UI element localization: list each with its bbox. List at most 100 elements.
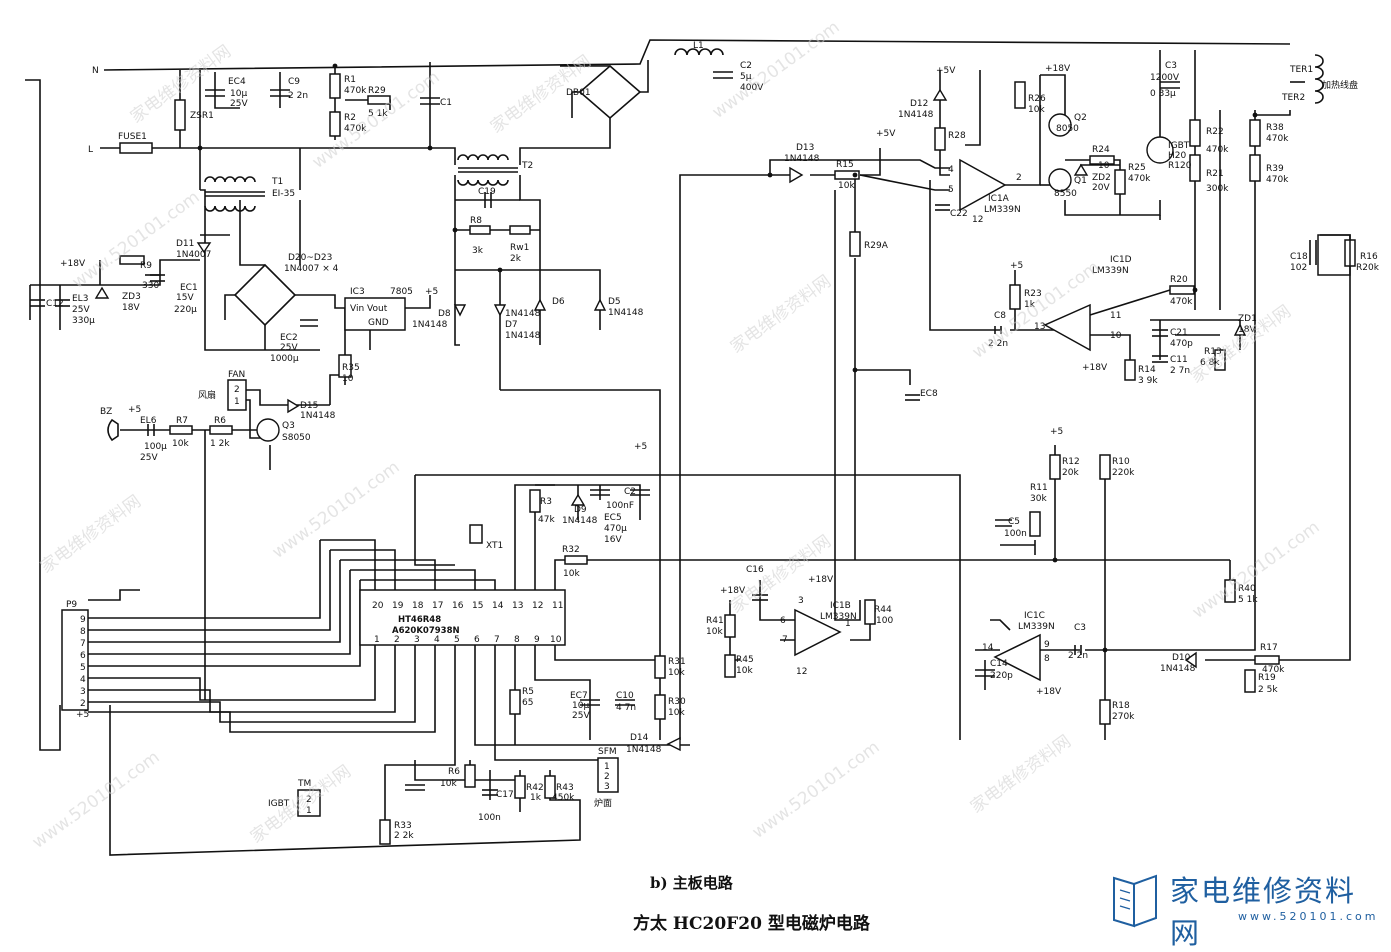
c10-label: C10 xyxy=(616,691,634,701)
r13-label: R13 xyxy=(1204,347,1222,357)
d6-label: D6 xyxy=(552,297,565,307)
r9-value: 330 xyxy=(142,281,159,291)
c2-val1: 5μ xyxy=(740,72,752,82)
c2-label: C2 xyxy=(740,61,752,71)
ic3-label: IC3 xyxy=(350,287,365,297)
v5-r15: +5V xyxy=(876,129,896,139)
v5-d12: +5V xyxy=(936,66,956,76)
r22-value: 470k xyxy=(1206,145,1229,155)
r10-value: 220k xyxy=(1112,468,1135,478)
r30-label: R30 xyxy=(668,697,686,707)
ic1b-pin6: 6 xyxy=(780,616,786,626)
ic1b-part: LM339N xyxy=(820,612,857,622)
ec5-label: EC5 xyxy=(604,513,622,523)
r5-value: 65 xyxy=(522,698,533,708)
d13-label: D13 xyxy=(796,143,814,153)
r6b-value: 10k xyxy=(440,779,457,789)
coil-label: 加热线盘 xyxy=(1322,79,1358,91)
ter2-label: TER2 xyxy=(1281,93,1305,103)
r41-value: 10k xyxy=(706,627,723,637)
c2-val2: 400V xyxy=(740,83,764,93)
q2-label: Q2 xyxy=(1074,113,1087,123)
ic-name: HT46R48 xyxy=(398,615,441,625)
v18-ic1b: +18V xyxy=(808,575,834,585)
r17-label: R17 xyxy=(1260,643,1278,653)
r14-label: R14 xyxy=(1138,365,1156,375)
r24-label: R24 xyxy=(1092,145,1110,155)
r29a-label: R29A xyxy=(864,241,889,251)
ec2-val2: 1000μ xyxy=(270,354,299,364)
d14-value: 1N4148 xyxy=(626,745,662,755)
p9-pin7: 7 xyxy=(80,639,86,649)
r35-label: R35 xyxy=(342,363,360,373)
r42-label: R42 xyxy=(526,783,544,793)
c17-label: C17 xyxy=(496,790,514,800)
d12-label: D12 xyxy=(910,99,928,109)
sfm-pin1: 1 xyxy=(604,762,610,772)
r15-label: R15 xyxy=(836,160,854,170)
q1-value: 8550 xyxy=(1054,189,1077,199)
d20-label: D20~D23 xyxy=(288,253,332,263)
xt1-label: XT1 xyxy=(486,541,503,551)
c8-label: C8 xyxy=(994,311,1006,321)
r15-value: 10k xyxy=(838,181,855,191)
ic-pin12: 12 xyxy=(532,601,543,611)
d20-value: 1N4007 × 4 xyxy=(284,264,339,274)
q3-value: S8050 xyxy=(282,433,311,443)
d5-label: D5 xyxy=(608,297,621,307)
r12-value: 20k xyxy=(1062,468,1079,478)
r7-value: 10k xyxy=(172,439,189,449)
c3-val1: 1200V xyxy=(1150,73,1180,83)
ic-part: A620K07938N xyxy=(392,626,460,636)
zd2-value: 20V xyxy=(1092,183,1110,193)
d9-label: D9 xyxy=(574,505,587,515)
t1-value: EI-35 xyxy=(272,189,295,199)
r26-value: 10k xyxy=(1028,105,1045,115)
r25-value: 470k xyxy=(1128,174,1151,184)
r41-label: R41 xyxy=(706,616,724,626)
d11-value: 1N4007 xyxy=(176,250,211,260)
d10-label: D10 xyxy=(1172,653,1191,663)
r3-label: R3 xyxy=(540,497,552,507)
c1-label: C1 xyxy=(440,98,452,108)
c5-value: 100n xyxy=(1004,529,1027,539)
r2-label: R2 xyxy=(344,113,356,123)
ic-pin18: 18 xyxy=(412,601,424,611)
d13-value: 1N4148 xyxy=(784,154,820,164)
c18-value: 102 xyxy=(1290,263,1307,273)
ic1b-pin7: 7 xyxy=(782,635,788,645)
q2-value: 8050 xyxy=(1056,124,1079,134)
d5-value: 1N4148 xyxy=(608,308,644,318)
zd1-label: ZD1 xyxy=(1238,314,1257,324)
r26-label: R26 xyxy=(1028,94,1046,104)
ic1d-pin11: 11 xyxy=(1110,311,1121,321)
c11-value: 2 7n xyxy=(1170,366,1190,376)
v18-ic1d: +18V xyxy=(1082,363,1108,373)
r31-label: R31 xyxy=(668,657,686,667)
r21-label: R21 xyxy=(1206,169,1224,179)
ic-pin8: 8 xyxy=(514,635,520,645)
r6-label: R6 xyxy=(214,416,226,426)
r18-label: R18 xyxy=(1112,701,1130,711)
p9-pin9: 9 xyxy=(80,615,86,625)
r17-value: 470k xyxy=(1262,665,1285,675)
t2-label: T2 xyxy=(521,161,533,171)
c17-value: 100n xyxy=(478,813,501,823)
c3b-value: 2 2n xyxy=(1068,651,1088,661)
d15-label: D15 xyxy=(300,401,318,411)
r1-label: R1 xyxy=(344,75,356,85)
r21-value: 300k xyxy=(1206,184,1229,194)
sfm-pin3: 3 xyxy=(604,782,610,792)
c2b-label: C2 xyxy=(624,487,636,497)
r44-label: R44 xyxy=(874,605,892,615)
r5-label: R5 xyxy=(522,687,534,697)
d12-value: 1N4148 xyxy=(898,110,934,120)
ic1a-pin5: 5 xyxy=(948,185,954,195)
r32-value: 10k xyxy=(563,569,580,579)
el6-label: EL6 xyxy=(140,416,157,426)
ec7-val1: 10μ xyxy=(572,701,589,711)
r35-value: 10 xyxy=(342,374,354,384)
d11-label: D11 xyxy=(176,239,194,249)
ec5-val1: 470μ xyxy=(604,524,627,534)
ec4-val2: 25V xyxy=(230,99,248,109)
